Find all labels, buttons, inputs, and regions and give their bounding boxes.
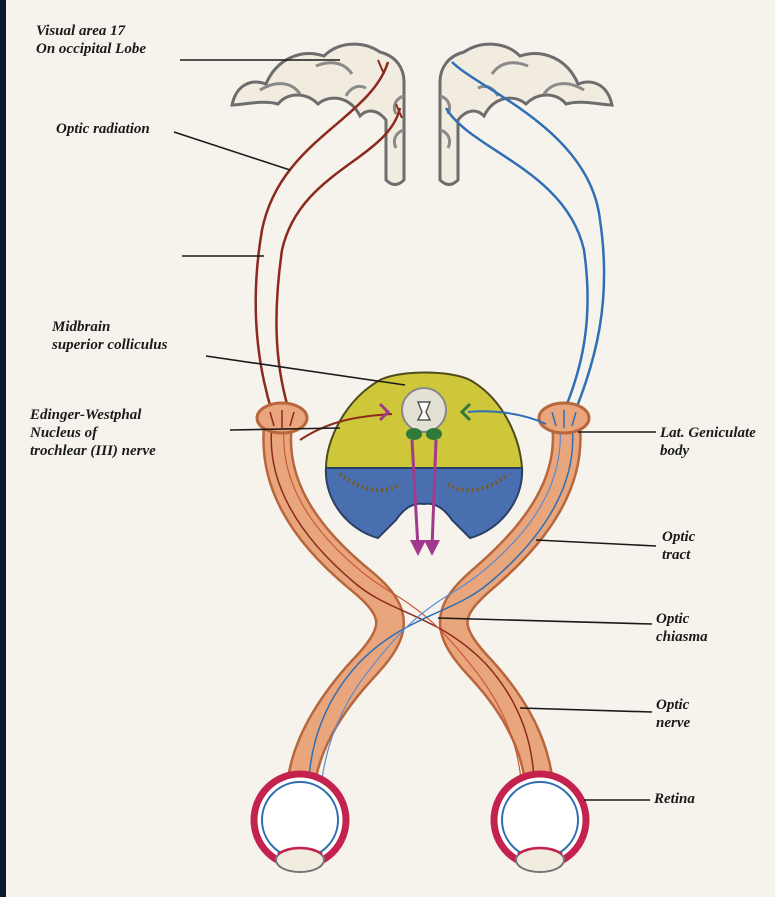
label-midbrain: Midbrain superior colliculus xyxy=(52,318,167,354)
label-visual-area: Visual area 17 On occipital Lobe xyxy=(36,22,146,58)
label-edinger-westphal: Edinger-Westphal Nucleus of trochlear (I… xyxy=(30,406,156,460)
midbrain-section xyxy=(300,373,546,557)
optic-radiation-right xyxy=(446,62,604,416)
label-optic-chiasma: Optic chiasma xyxy=(656,610,708,646)
label-optic-tract: Optic tract xyxy=(662,528,695,564)
eye-right xyxy=(494,774,586,872)
eye-left xyxy=(254,774,346,872)
cortex-right xyxy=(440,44,612,184)
label-optic-nerve: Optic nerve xyxy=(656,696,690,732)
label-lat-geniculate: Lat. Geniculate body xyxy=(660,424,756,460)
lateral-geniculate-right xyxy=(539,403,589,433)
label-retina: Retina xyxy=(654,790,695,808)
label-optic-radiation: Optic radiation xyxy=(56,120,150,138)
cortex-left xyxy=(232,44,404,184)
